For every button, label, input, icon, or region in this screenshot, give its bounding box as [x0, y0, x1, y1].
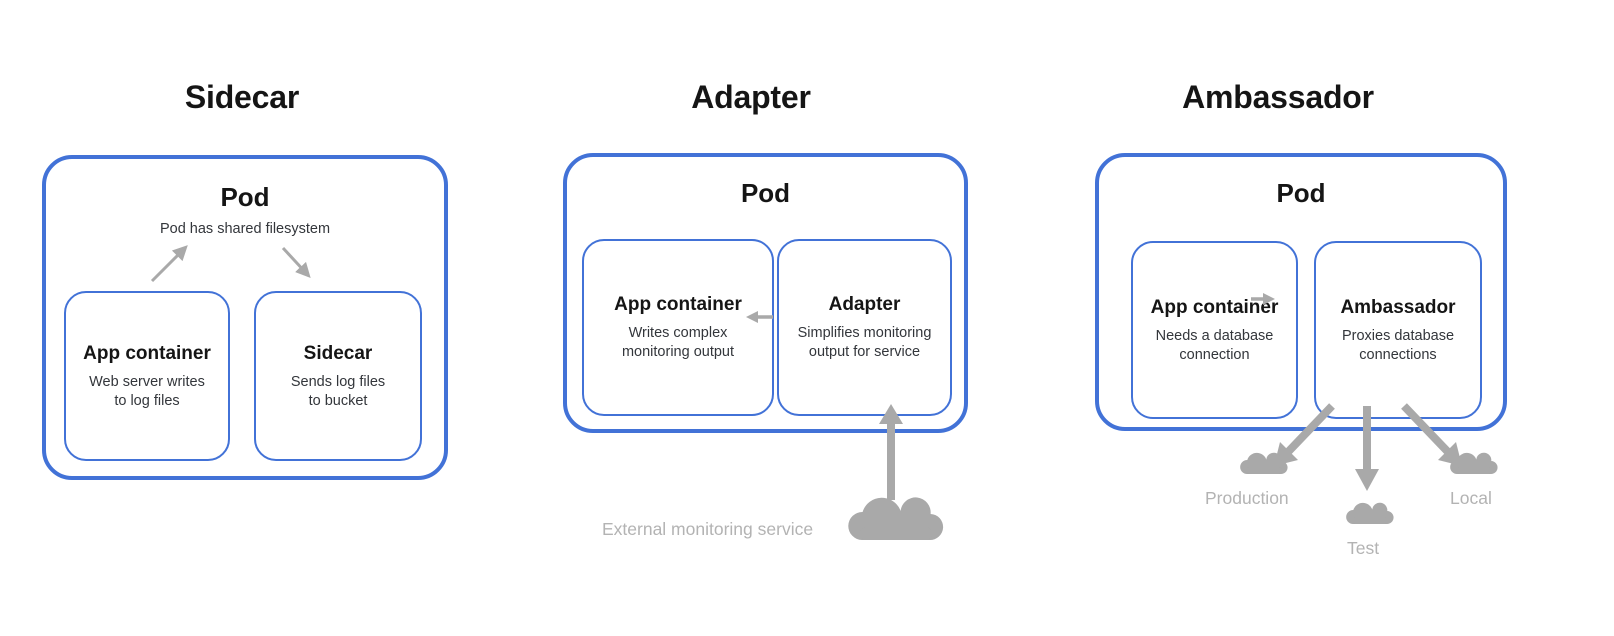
- container-box-sidecar: Sidecar Sends log files to bucket: [254, 291, 422, 461]
- container-desc-line: Proxies database: [1341, 327, 1455, 344]
- container-desc-line: connection: [1179, 346, 1250, 363]
- pod-box-adapter: Pod App container Writes complex monitor…: [563, 153, 968, 433]
- pod-box-sidecar: Pod Pod has shared filesystem App contai…: [42, 155, 448, 480]
- container-desc: Writes complex monitoring output: [622, 324, 734, 362]
- container-desc-line: Simplifies monitoring: [797, 325, 932, 341]
- panel-title-ambassador: Ambassador: [1182, 79, 1374, 115]
- container-box-app-container: App container Writes complex monitoring …: [582, 239, 774, 416]
- pod-label-adapter: Pod: [740, 178, 791, 208]
- pod-label-sidecar: Pod: [220, 182, 270, 212]
- container-desc-line: output for service: [808, 344, 921, 360]
- pod-label-ambassador: Pod: [1276, 178, 1326, 208]
- panel-sidecar: Sidecar Pod Pod has shared filesystem Ap…: [0, 0, 500, 636]
- cloud-icon: [1240, 452, 1288, 475]
- container-desc: Sends log files to bucket: [291, 373, 385, 411]
- container-desc-line: Web server writes: [89, 373, 205, 390]
- container-title: Adapter: [828, 294, 901, 315]
- container-title: App container: [83, 342, 211, 364]
- container-desc-line: monitoring output: [621, 344, 735, 360]
- cloud-icon: [1450, 452, 1498, 475]
- container-title: Sidecar: [303, 342, 373, 364]
- container-desc: Needs a database connection: [1156, 327, 1274, 365]
- container-box-app-container: App container Web server writes to log f…: [64, 291, 230, 461]
- container-desc: Simplifies monitoring output for service: [798, 324, 932, 362]
- container-desc: Web server writes to log files: [89, 373, 205, 411]
- container-desc-line: Writes complex: [628, 325, 728, 341]
- cloud-icon: [1346, 502, 1394, 525]
- panel-title-adapter: Adapter: [691, 79, 811, 115]
- container-desc-line: Sends log files: [290, 373, 386, 390]
- container-title: Ambassador: [1340, 296, 1456, 318]
- container-desc-line: Needs a database: [1155, 327, 1274, 344]
- container-desc-line: to bucket: [308, 392, 368, 409]
- container-desc: Proxies database connections: [1342, 327, 1454, 365]
- panel-ambassador: Ambassador Pod App container Needs a dat…: [1040, 0, 1614, 636]
- container-title: App container: [614, 294, 742, 315]
- container-box-ambassador: Ambassador Proxies database connections: [1314, 241, 1482, 419]
- panel-adapter: Adapter Pod App container Writes complex…: [510, 0, 1010, 636]
- panel-title-sidecar: Sidecar: [184, 79, 300, 115]
- container-desc-line: connections: [1359, 346, 1437, 363]
- pod-subtitle-sidecar: Pod has shared filesystem: [159, 221, 331, 237]
- cloud-label-test: Test: [1347, 538, 1380, 558]
- container-desc-line: to log files: [114, 392, 180, 409]
- container-title: App container: [1150, 296, 1279, 318]
- cloud-icon: [848, 497, 944, 541]
- container-box-app-container: App container Needs a database connectio…: [1131, 241, 1298, 419]
- pod-box-ambassador: Pod App container Needs a database conne…: [1095, 153, 1507, 431]
- container-box-adapter: Adapter Simplifies monitoring output for…: [777, 239, 952, 416]
- cloud-label-local: Local: [1450, 488, 1492, 508]
- external-monitoring-service-label: External monitoring service: [602, 519, 814, 539]
- cloud-label-production: Production: [1205, 488, 1289, 508]
